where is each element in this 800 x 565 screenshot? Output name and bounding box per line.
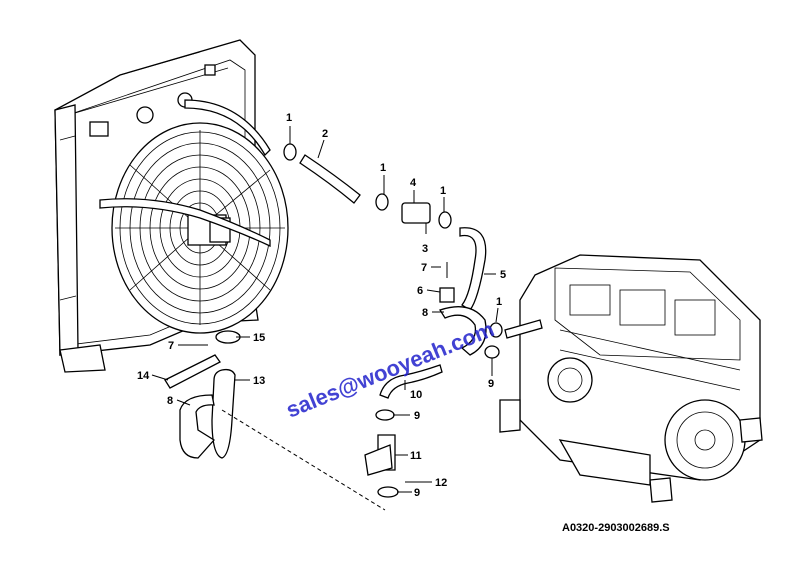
callout-11: 11 — [410, 450, 422, 462]
hose-10 — [379, 364, 443, 399]
radiator-assembly — [54, 39, 289, 373]
callout-1: 1 — [496, 296, 502, 308]
clamp-9a — [484, 345, 500, 359]
callout-4: 4 — [410, 177, 417, 189]
bracket-14 — [164, 354, 221, 389]
callout-1: 1 — [440, 185, 446, 197]
connector-4 — [401, 202, 431, 224]
callout-9: 9 — [488, 378, 494, 390]
clamp-9c — [377, 486, 399, 498]
callout-10: 10 — [410, 389, 422, 401]
callout-7: 7 — [168, 340, 174, 352]
hose-5 — [459, 227, 487, 311]
callout-7: 7 — [421, 262, 427, 274]
callout-15: 15 — [253, 332, 265, 344]
clamp-1b — [375, 193, 389, 211]
hose-13 — [211, 368, 236, 459]
watermark: sales@wooyeah.com — [283, 316, 498, 422]
clamp-9b — [375, 409, 395, 421]
callout-8: 8 — [167, 395, 173, 407]
clamp-1d — [489, 322, 503, 338]
callout-9: 9 — [414, 487, 420, 499]
callout-8: 8 — [422, 307, 428, 319]
leader-lines — [151, 126, 499, 493]
reference-code: A0320-2903002689.S — [562, 522, 670, 534]
callout-6: 6 — [417, 285, 423, 297]
callout-2: 2 — [322, 128, 328, 140]
callout-13: 13 — [253, 375, 265, 387]
callout-1: 1 — [286, 112, 292, 124]
hose-2 — [299, 154, 361, 204]
clamp-1c — [438, 211, 452, 229]
callout-3: 3 — [422, 243, 428, 255]
clamp-1a — [283, 143, 297, 161]
callout-12: 12 — [435, 477, 447, 489]
engine-block — [499, 254, 763, 503]
bracket-6 — [439, 287, 455, 303]
callout-1: 1 — [380, 162, 386, 174]
callout-5: 5 — [500, 269, 506, 281]
callout-9: 9 — [414, 410, 420, 422]
callout-14: 14 — [137, 370, 150, 382]
